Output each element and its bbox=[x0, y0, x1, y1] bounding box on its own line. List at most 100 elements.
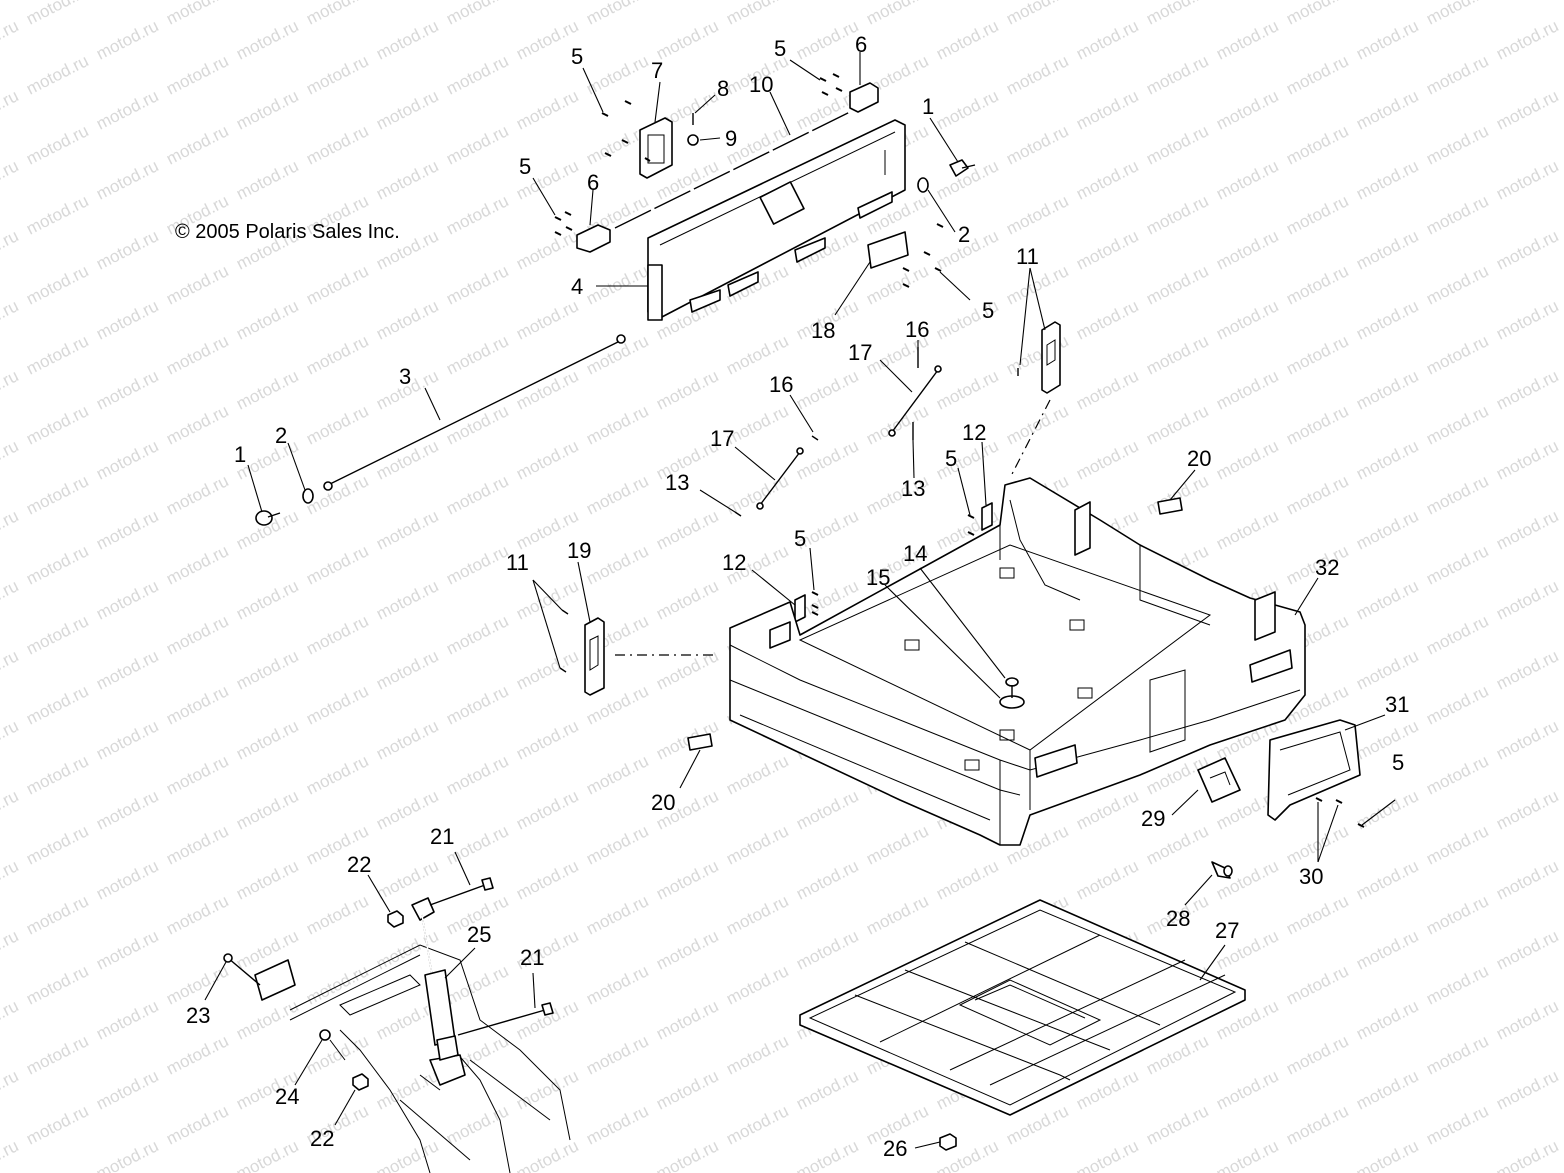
watermark-text: motod.ru bbox=[443, 0, 511, 29]
watermark-text: motod.ru bbox=[23, 401, 91, 448]
watermark-text: motod.ru bbox=[163, 611, 231, 658]
watermark-text: motod.ru bbox=[163, 1031, 231, 1078]
watermark-text: motod.ru bbox=[653, 506, 721, 553]
watermark-text: motod.ru bbox=[513, 226, 581, 273]
watermark-text: motod.ru bbox=[93, 156, 161, 203]
watermark-text: motod.ru bbox=[513, 576, 581, 623]
cargo-box bbox=[729, 477, 1306, 846]
watermark-text: motod.ru bbox=[1073, 16, 1141, 63]
watermark-text: motod.ru bbox=[1353, 1136, 1421, 1173]
callout-20: 20 bbox=[651, 790, 675, 815]
watermark-text: motod.ru bbox=[93, 646, 161, 693]
callout-16: 16 bbox=[769, 372, 793, 397]
watermark-text: motod.ru bbox=[163, 751, 231, 798]
assembly-line-right bbox=[1009, 399, 1051, 479]
watermark-text: motod.ru bbox=[1423, 0, 1491, 29]
watermark-text: motod.ru bbox=[583, 471, 651, 518]
watermark-text: motod.ru bbox=[233, 296, 301, 343]
watermark-text: motod.ru bbox=[513, 856, 581, 903]
watermark-text: motod.ru bbox=[1283, 961, 1351, 1008]
watermark-text: motod.ru bbox=[1493, 786, 1561, 833]
watermark-text: motod.ru bbox=[1353, 856, 1421, 903]
bolt-21-top bbox=[429, 877, 494, 906]
watermark-text: motod.ru bbox=[1283, 191, 1351, 238]
watermark-text: motod.ru bbox=[863, 821, 931, 868]
watermark-text: motod.ru bbox=[23, 51, 91, 98]
callout-2: 2 bbox=[958, 222, 970, 247]
watermark-text: motod.ru bbox=[933, 366, 1001, 413]
callout-24: 24 bbox=[275, 1084, 299, 1109]
watermark-text: motod.ru bbox=[1493, 576, 1561, 623]
watermark-text: motod.ru bbox=[1073, 366, 1141, 413]
callout-12: 12 bbox=[722, 550, 746, 575]
watermark-text: motod.ru bbox=[443, 331, 511, 378]
watermark-text: motod.ru bbox=[1283, 401, 1351, 448]
watermark-text: motod.ru bbox=[1213, 1066, 1281, 1113]
chassis-section bbox=[254, 944, 571, 1173]
screws-mid bbox=[811, 514, 1365, 828]
watermark-text: motod.ru bbox=[163, 331, 231, 378]
watermark-text: motod.ru bbox=[653, 576, 721, 623]
watermark-text: motod.ru bbox=[1073, 1136, 1141, 1173]
watermark-text: motod.ru bbox=[513, 296, 581, 343]
watermark-text: motod.ru bbox=[1213, 16, 1281, 63]
callout-5: 5 bbox=[1392, 750, 1404, 775]
watermark-text: motod.ru bbox=[93, 16, 161, 63]
watermark-text: motod.ru bbox=[303, 331, 371, 378]
watermark-text: motod.ru bbox=[653, 856, 721, 903]
watermark-text: motod.ru bbox=[373, 156, 441, 203]
frame-27 bbox=[799, 899, 1246, 1116]
watermark-text: motod.ru bbox=[93, 436, 161, 483]
callout-21: 21 bbox=[430, 824, 454, 849]
watermark-text: motod.ru bbox=[1003, 51, 1071, 98]
watermark-text: motod.ru bbox=[443, 681, 511, 728]
watermark-text: motod.ru bbox=[933, 16, 1001, 63]
callout-26: 26 bbox=[883, 1136, 907, 1161]
watermark-text: motod.ru bbox=[653, 1066, 721, 1113]
watermark-text: motod.ru bbox=[373, 716, 441, 763]
washer-2-left bbox=[302, 488, 314, 504]
striker-12-right bbox=[981, 502, 993, 531]
watermark-text: motod.ru bbox=[163, 821, 231, 868]
watermark-text: motod.ru bbox=[0, 156, 22, 203]
watermark-text: motod.ru bbox=[233, 366, 301, 413]
watermark-text: motod.ru bbox=[1353, 296, 1421, 343]
bolt-left bbox=[255, 510, 281, 526]
watermark-text: motod.ru bbox=[1213, 296, 1281, 343]
watermark-text: motod.ru bbox=[93, 1136, 161, 1173]
watermark-text: motod.ru bbox=[93, 366, 161, 413]
callout-25: 25 bbox=[467, 922, 491, 947]
callout-7: 7 bbox=[651, 58, 663, 83]
watermark-text: motod.ru bbox=[1493, 996, 1561, 1043]
watermark-text: motod.ru bbox=[373, 1136, 441, 1173]
watermark-text: motod.ru bbox=[1353, 226, 1421, 273]
watermark-text: motod.ru bbox=[653, 16, 721, 63]
watermark-text: motod.ru bbox=[0, 366, 22, 413]
watermark-text: motod.ru bbox=[723, 0, 791, 29]
watermark-text: motod.ru bbox=[233, 716, 301, 763]
callout-13: 13 bbox=[901, 476, 925, 501]
watermark-text: motod.ru bbox=[233, 786, 301, 833]
callout-6: 6 bbox=[855, 32, 867, 57]
watermark-text: motod.ru bbox=[1493, 1066, 1561, 1113]
callout-17: 17 bbox=[710, 426, 734, 451]
watermark-text: motod.ru bbox=[93, 786, 161, 833]
watermark-text: motod.ru bbox=[443, 541, 511, 588]
watermark-text: motod.ru bbox=[23, 331, 91, 378]
watermark-text: motod.ru bbox=[23, 121, 91, 168]
callout-2: 2 bbox=[275, 423, 287, 448]
watermark-text: motod.ru bbox=[233, 856, 301, 903]
watermark-text: motod.ru bbox=[583, 261, 651, 308]
watermark-text: motod.ru bbox=[233, 576, 301, 623]
watermark-text: motod.ru bbox=[513, 86, 581, 133]
watermark-text: motod.ru bbox=[23, 1101, 91, 1148]
callout-3: 3 bbox=[399, 364, 411, 389]
watermark-text: motod.ru bbox=[653, 1136, 721, 1173]
watermark-text: motod.ru bbox=[1283, 51, 1351, 98]
callout-5: 5 bbox=[571, 44, 583, 69]
callout-21: 21 bbox=[520, 945, 544, 970]
watermark-text: motod.ru bbox=[793, 856, 861, 903]
watermark-text: motod.ru bbox=[1353, 16, 1421, 63]
striker-12-left bbox=[794, 594, 806, 623]
